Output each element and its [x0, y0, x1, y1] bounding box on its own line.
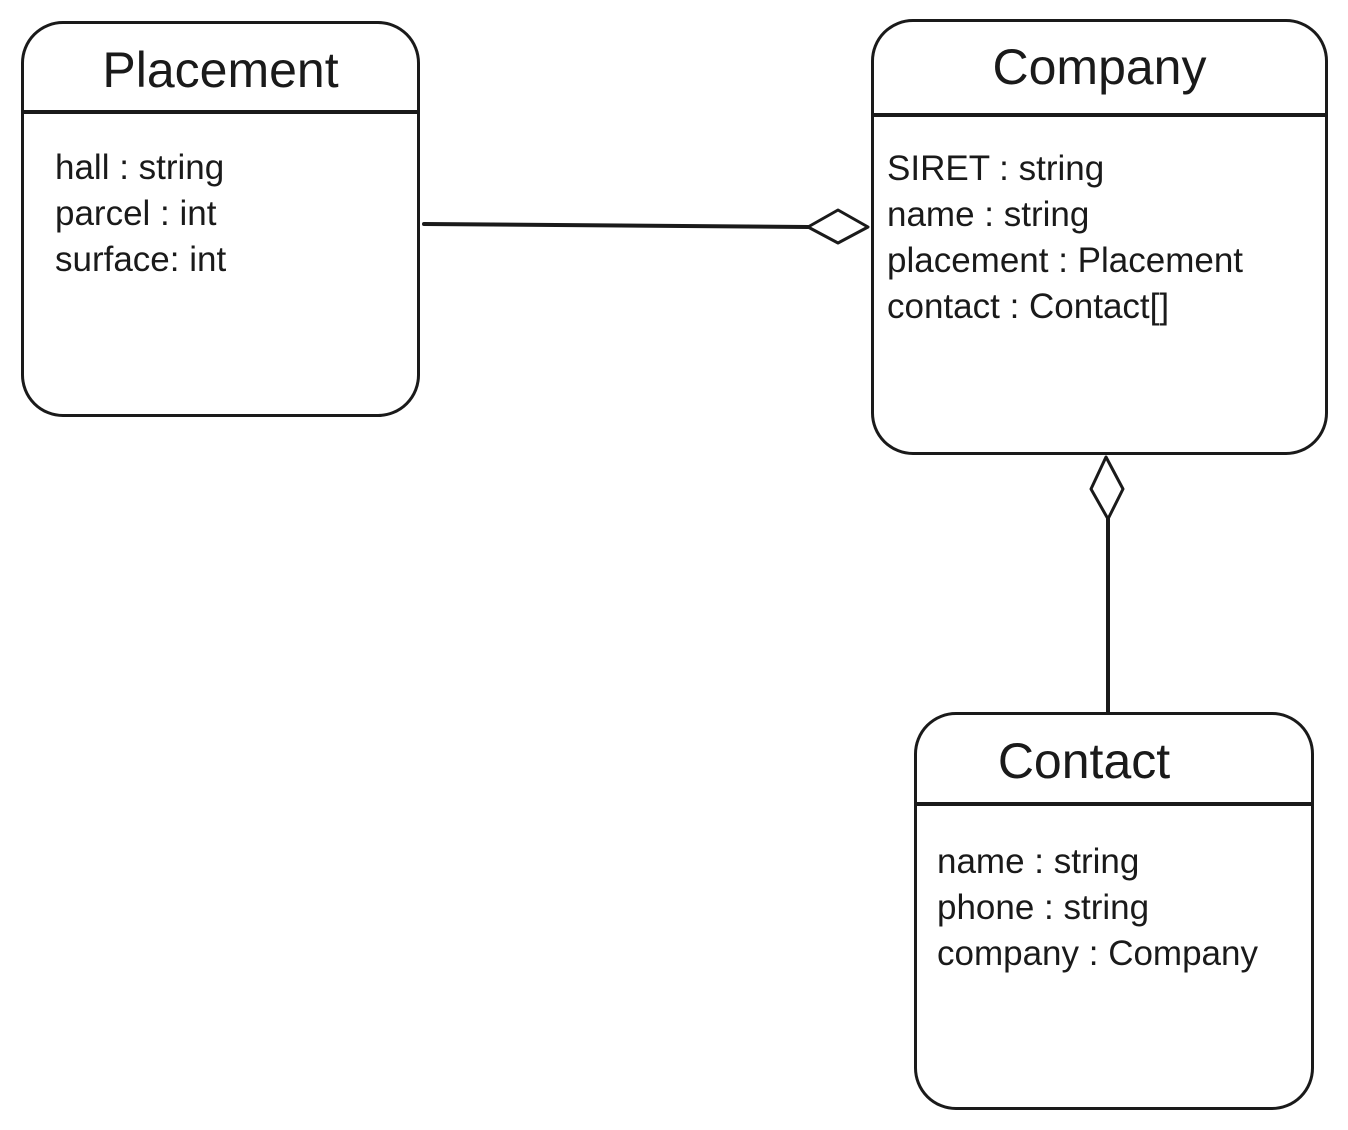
- attribute-item: company : Company: [937, 934, 1258, 973]
- attribute-item: SIRET : string: [887, 149, 1105, 188]
- company-aggregation-diamond-left: [806, 208, 870, 245]
- attribute-list-placement: hall : string parcel : int surface: int: [55, 145, 226, 283]
- placement-company-association-line: [422, 222, 810, 229]
- attribute-item: hall : string: [55, 148, 225, 187]
- attribute-list-company: SIRET : string name : string placement :…: [887, 146, 1243, 330]
- attribute-item: contact : Contact[]: [887, 287, 1170, 326]
- class-name-company: Company: [992, 39, 1207, 95]
- class-name-placement: Placement: [102, 42, 339, 98]
- class-name-contact: Contact: [997, 733, 1171, 789]
- class-box-company[interactable]: Company SIRET : string name : string pla…: [871, 19, 1328, 455]
- class-box-placement[interactable]: Placement hall : string parcel : int sur…: [21, 21, 420, 417]
- class-divider: [871, 113, 1328, 117]
- class-box-contact[interactable]: Contact name : string phone : string com…: [914, 712, 1314, 1110]
- attribute-item: phone : string: [937, 888, 1150, 927]
- attribute-list-contact: name : string phone : string company : C…: [937, 839, 1258, 977]
- class-divider: [914, 802, 1314, 806]
- attribute-item: surface: int: [55, 240, 227, 279]
- attribute-item: name : string: [937, 842, 1140, 881]
- company-aggregation-diamond-bottom: [1089, 455, 1125, 521]
- attribute-item: parcel : int: [55, 194, 217, 233]
- attribute-item: placement : Placement: [887, 241, 1244, 280]
- class-divider: [21, 110, 420, 114]
- attribute-item: name : string: [887, 195, 1090, 234]
